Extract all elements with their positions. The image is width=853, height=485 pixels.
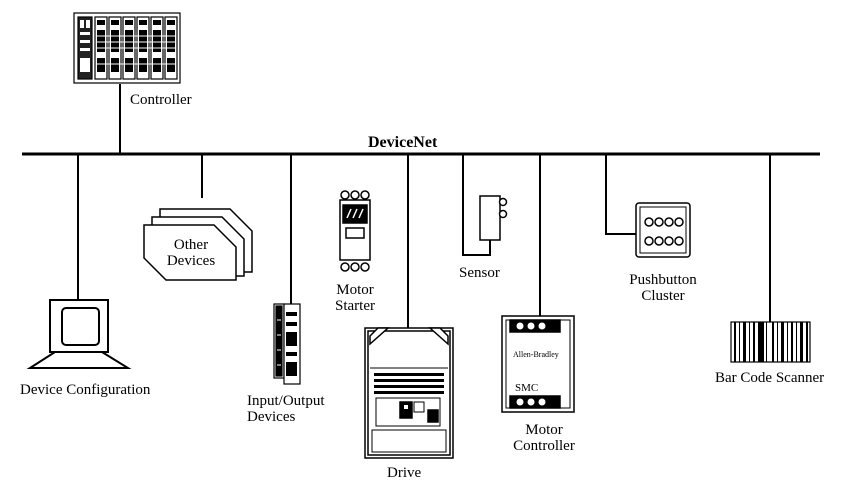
controller-icon — [73, 12, 181, 84]
network-title: DeviceNet — [368, 134, 438, 151]
drive-label: Drive — [387, 465, 422, 481]
io-module-icon — [273, 303, 301, 385]
computer-icon — [26, 299, 132, 369]
other-devices-label-line2: Devices — [166, 253, 216, 269]
pushbutton-cluster-icon — [635, 202, 691, 258]
motor-starter-label-line2: Starter — [335, 298, 375, 314]
drive-icon — [364, 327, 454, 459]
motor-starter-label: Motor Starter — [330, 282, 380, 314]
controller-label: Controller — [130, 92, 192, 108]
motor-starter-label-line1: Motor — [336, 282, 374, 298]
motor-controller-model: SMC — [515, 382, 539, 394]
other-devices-label-line1: Other — [173, 237, 209, 253]
other-devices-icon — [143, 208, 253, 281]
motor-controller-icon — [501, 315, 575, 413]
sensor-icon — [479, 195, 508, 241]
io-devices-label-line1: Input/Output — [247, 393, 325, 409]
device-configuration-label: Device Configuration — [20, 382, 151, 398]
drop-lines — [77, 84, 771, 334]
motor-controller-label: Motor Controller — [504, 422, 584, 454]
barcode-scanner-icon — [730, 321, 811, 363]
sensor-label: Sensor — [459, 265, 500, 281]
motor-starter-icon — [339, 190, 371, 272]
io-devices-label-line2: Devices — [247, 409, 296, 425]
io-devices-label: Input/Output Devices — [247, 393, 325, 425]
other-devices-label: Other Devices — [160, 237, 222, 269]
motor-controller-label-line1: Motor — [525, 422, 563, 438]
pushbutton-cluster-label-line2: Cluster — [641, 288, 685, 304]
pushbutton-cluster-label-line1: Pushbutton — [629, 272, 697, 288]
motor-controller-brand: Allen-Bradley — [513, 350, 559, 359]
bar-code-scanner-label: Bar Code Scanner — [715, 370, 825, 386]
motor-controller-label-line2: Controller — [513, 438, 575, 454]
pushbutton-cluster-label: Pushbutton Cluster — [625, 272, 701, 304]
